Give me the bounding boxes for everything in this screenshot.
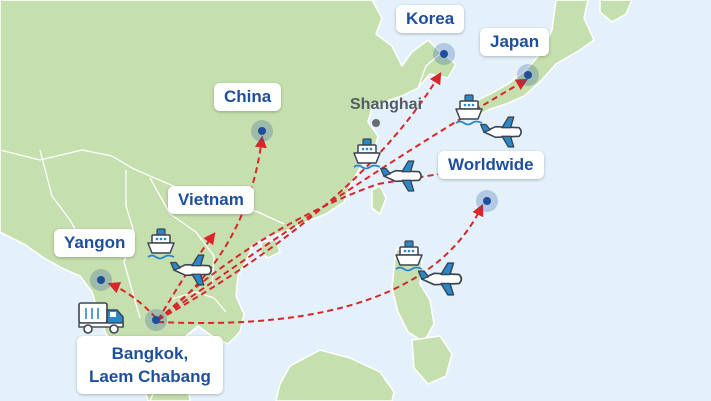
label-worldwide: Worldwide: [438, 151, 544, 179]
label-yangon: Yangon: [54, 229, 136, 257]
border-korea: [417, 53, 441, 89]
marker-japan[interactable]: [517, 64, 539, 86]
label-japan: Japan: [480, 28, 550, 56]
landmass-north: [599, 0, 633, 23]
border-laos: [149, 177, 215, 287]
japan-islands: [469, 0, 595, 119]
route-to-yangon: [107, 282, 157, 319]
marker-korea[interactable]: [433, 43, 455, 65]
route-to-japan: [157, 78, 529, 321]
border-cambodia: [167, 291, 227, 313]
ship-icon: [395, 240, 423, 272]
label-bangkok-line1: Bangkok,: [111, 344, 189, 363]
label-bangkok-laem-chabang: Bangkok, Laem Chabang: [77, 336, 223, 394]
label-korea: Korea: [396, 5, 465, 33]
label-shanghai: Shanghai: [350, 96, 423, 113]
plane-icon: [418, 262, 463, 296]
marker-shanghai[interactable]: [372, 119, 380, 127]
label-bangkok-line2: Laem Chabang: [89, 367, 211, 386]
marker-china[interactable]: [251, 120, 273, 142]
taiwan-island: [371, 185, 387, 215]
truck-icon: [78, 302, 124, 334]
marker-bangkok[interactable]: [145, 309, 167, 331]
marker-yangon[interactable]: [90, 269, 112, 291]
route-to-worldwide: [157, 203, 484, 324]
borneo-island: [275, 349, 395, 401]
ship-icon: [147, 228, 175, 260]
label-vietnam: Vietnam: [168, 186, 254, 214]
label-china: China: [214, 83, 282, 111]
route-to-shanghai: [157, 183, 379, 321]
marker-worldwide[interactable]: [476, 190, 498, 212]
ship-icon: [353, 138, 381, 170]
plane-icon: [480, 116, 523, 148]
philippines-south: [411, 335, 453, 385]
route-to-korea: [157, 71, 442, 321]
